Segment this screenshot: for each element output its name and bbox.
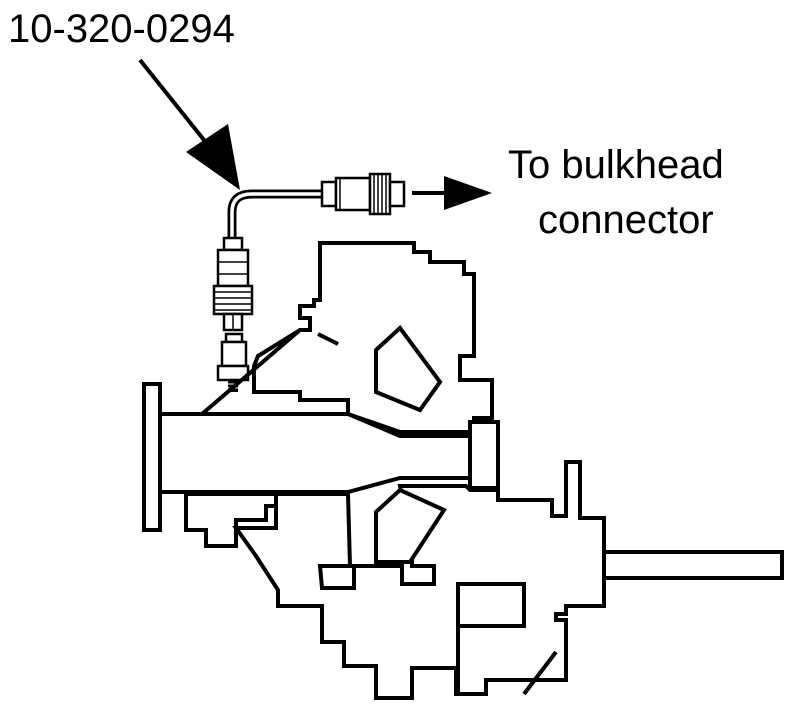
inlet-flange — [142, 382, 162, 532]
output-shaft — [602, 550, 784, 580]
lower-window — [374, 487, 447, 564]
upper-window — [374, 325, 443, 413]
coupling-block — [468, 420, 500, 490]
destination-label-line1: To bulkhead — [508, 143, 724, 187]
pump-assembly — [142, 241, 784, 700]
lower-housing — [184, 492, 278, 548]
sensor-cable-assembly — [212, 172, 406, 392]
square-port — [456, 582, 526, 628]
part-number-arrow — [138, 58, 240, 190]
destination-label-line2: connector — [538, 198, 714, 242]
part-number-label: 10-320-0294 — [8, 7, 235, 51]
destination-arrow — [412, 176, 492, 210]
